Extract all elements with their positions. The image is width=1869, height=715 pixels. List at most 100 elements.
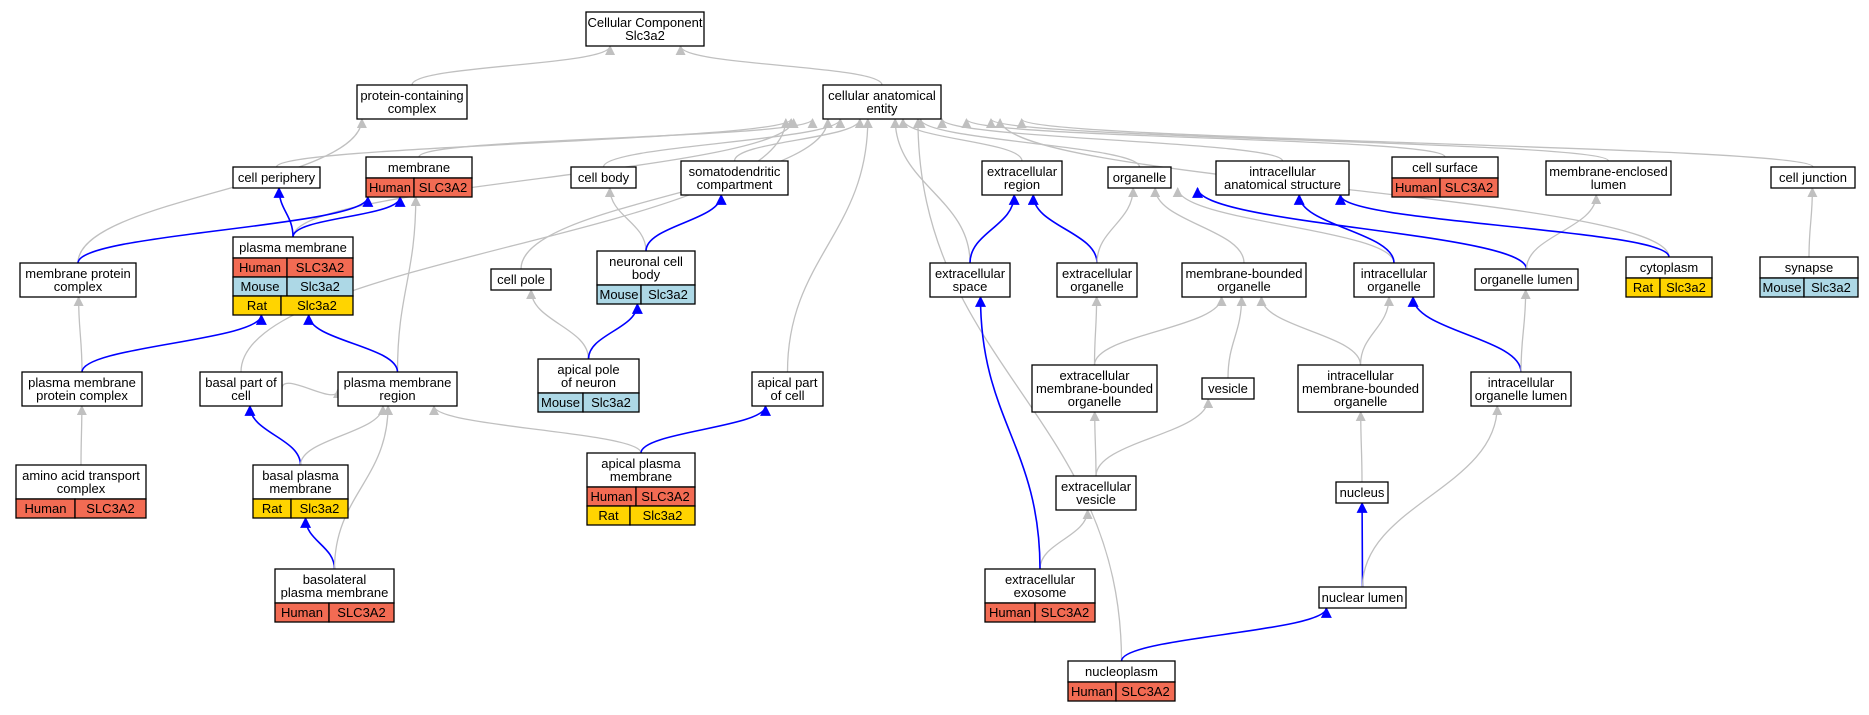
gene-cell bbox=[74, 498, 147, 519]
edge-nuclumen-to-iol bbox=[1361, 405, 1503, 588]
gene-cell bbox=[1803, 277, 1859, 298]
term-label: apical pole bbox=[557, 362, 619, 377]
term-node-nucleus[interactable]: nucleus bbox=[1335, 481, 1389, 504]
term-label: organelle bbox=[1070, 279, 1124, 294]
term-label: Cellular Component bbox=[588, 15, 703, 30]
edge-pole-to-cae bbox=[520, 118, 833, 270]
term-label: basal plasma bbox=[262, 468, 339, 483]
term-box bbox=[1215, 160, 1350, 196]
term-label: protein-containing bbox=[360, 88, 463, 103]
term-box bbox=[232, 166, 321, 189]
gene-label: SLC3A2 bbox=[296, 260, 344, 275]
term-label: intracellular bbox=[1361, 266, 1428, 281]
term-label: organelle bbox=[1113, 170, 1167, 185]
term-node-junction[interactable]: cell junction bbox=[1770, 166, 1856, 189]
species-label: Mouse bbox=[541, 395, 580, 410]
edge-exo-to-exspace bbox=[975, 295, 1041, 570]
gene-cell bbox=[328, 602, 395, 623]
edge-periph-to-cae bbox=[275, 118, 796, 168]
term-label: membrane protein bbox=[25, 266, 131, 281]
edge-bpm-to-pmr bbox=[299, 405, 388, 466]
species-label: Human bbox=[1071, 684, 1113, 699]
edge-pmr-to-membrane bbox=[396, 196, 421, 373]
nodes: Cellular ComponentSlc3a2protein-containi… bbox=[15, 11, 1859, 702]
edge-exreg-to-cae bbox=[898, 118, 1023, 162]
species-label: Human bbox=[239, 260, 281, 275]
gene-cell bbox=[290, 498, 349, 519]
edge-iol-to-intorg bbox=[1407, 295, 1522, 373]
term-node-organelle[interactable]: organelle bbox=[1107, 166, 1172, 189]
term-node-vesicle[interactable]: vesicle bbox=[1201, 377, 1255, 400]
term-box bbox=[1770, 166, 1856, 189]
term-label: space bbox=[953, 279, 988, 294]
term-box bbox=[1335, 481, 1389, 504]
term-label: basolateral bbox=[303, 572, 367, 587]
edge-surface-to-cae bbox=[961, 118, 1446, 158]
term-node-periph[interactable]: cell periphery bbox=[232, 166, 321, 189]
edge-pmpc-to-mpc bbox=[73, 296, 84, 373]
edge-intorg-to-organelle bbox=[1172, 187, 1395, 264]
term-box bbox=[1201, 377, 1255, 400]
term-label: cell bbox=[231, 388, 251, 403]
species-label: Mouse bbox=[599, 287, 638, 302]
term-node-nuclumen[interactable]: nuclear lumen bbox=[1318, 586, 1407, 609]
species-label: Rat bbox=[1633, 280, 1654, 295]
term-label: region bbox=[379, 388, 415, 403]
term-label: organelle bbox=[1334, 394, 1388, 409]
gene-cell bbox=[1659, 277, 1713, 298]
term-label: exosome bbox=[1014, 585, 1067, 600]
term-node-cellbody[interactable]: cell body bbox=[570, 166, 637, 189]
gene-label: SLC3A2 bbox=[641, 489, 689, 504]
term-box bbox=[1107, 166, 1172, 189]
term-box bbox=[1474, 268, 1579, 291]
term-node-orglumen[interactable]: organelle lumen bbox=[1474, 268, 1579, 291]
term-label: cell periphery bbox=[238, 170, 316, 185]
edge-pm-to-membrane bbox=[292, 195, 406, 238]
edge-junction-to-cae bbox=[1016, 118, 1814, 168]
edge-blpm-to-bpm bbox=[300, 516, 336, 570]
term-node-pole[interactable]: cell pole bbox=[490, 268, 552, 291]
gene-label: Slc3a2 bbox=[648, 287, 688, 302]
species-label: Rat bbox=[247, 298, 268, 313]
term-box bbox=[537, 358, 640, 394]
term-label: Slc3a2 bbox=[625, 28, 665, 43]
